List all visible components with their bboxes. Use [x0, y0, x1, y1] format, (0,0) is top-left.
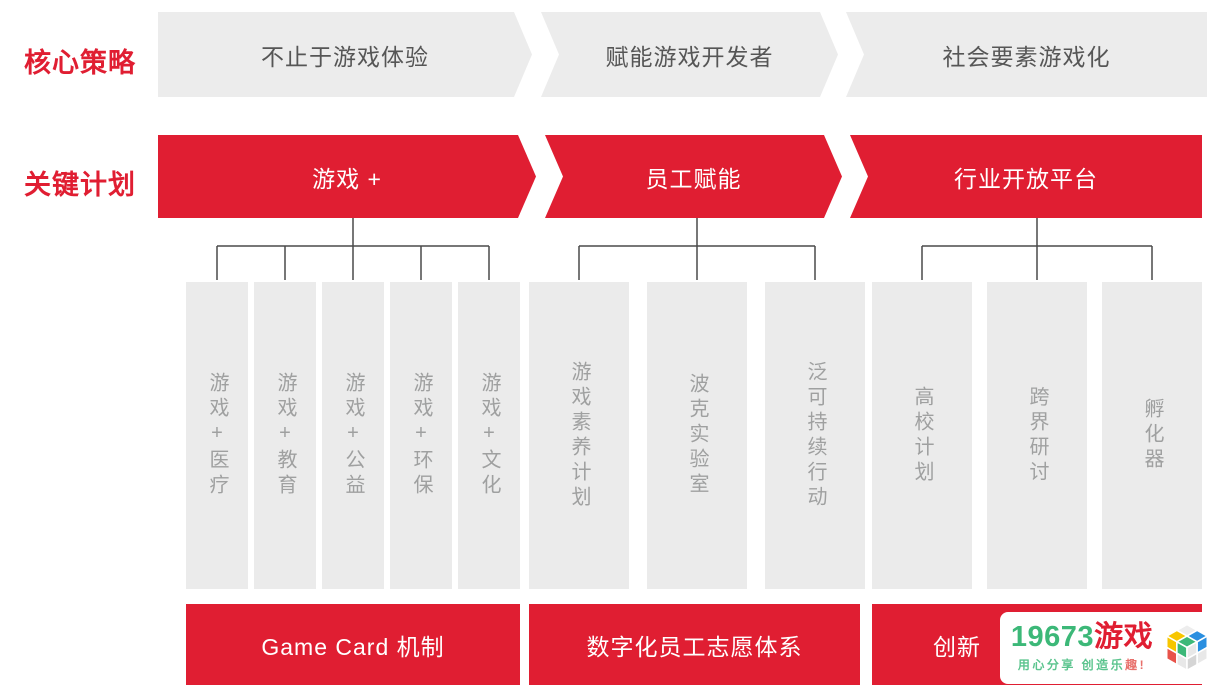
pillar-label: 游戏+公益: [342, 372, 364, 499]
pillar-game-literacy-program: 游戏素养计划: [529, 282, 629, 589]
watermark-brand: 19673游戏: [1011, 623, 1153, 652]
pillar-game-medical: 游戏+医疗: [186, 282, 248, 589]
program-band-2-label: 员工赋能: [645, 165, 742, 192]
watermark-tagline: 用心分享 创造乐趣!: [1018, 656, 1146, 673]
pillar-game-education: 游戏+教育: [254, 282, 316, 589]
pillar-pan-sustainable-action: 泛可持续行动: [765, 282, 865, 589]
pillar-university-program: 高校计划: [872, 282, 972, 589]
watermark-tagline-main: 用心分享 创造乐: [1017, 658, 1126, 672]
watermark-brand-number: 19673: [1010, 621, 1095, 653]
bar-game-card-mechanism: Game Card 机制: [186, 604, 520, 685]
cube-logo-icon: [1166, 623, 1209, 672]
program-band-employee-empowerment: 员工赋能: [545, 135, 842, 218]
watermark-brand-word: 游戏: [1094, 621, 1154, 653]
bar-1-label: Game Card 机制: [261, 633, 445, 660]
pillar-crossover-seminar: 跨界研讨: [987, 282, 1087, 589]
bar-digital-volunteer-system: 数字化员工志愿体系: [529, 604, 860, 685]
program-band-game-plus: 游戏 +: [158, 135, 536, 218]
watermark-19673-games: 19673游戏 用心分享 创造乐趣!: [1000, 612, 1224, 684]
pillar-label: 高校计划: [911, 385, 933, 486]
watermark-text-block: 19673游戏 用心分享 创造乐趣!: [1011, 623, 1153, 673]
program-band-3-label: 行业开放平台: [954, 165, 1098, 192]
connector-tree-group2: [578, 218, 816, 280]
watermark-tagline-accent: 趣!: [1125, 658, 1147, 672]
strategy-band-1-label: 不止于游戏体验: [261, 43, 429, 70]
pillar-label: 跨界研讨: [1026, 385, 1048, 486]
pillar-label: 波克实验室: [686, 373, 708, 498]
pillar-game-culture: 游戏+文化: [458, 282, 520, 589]
pillar-game-charity: 游戏+公益: [322, 282, 384, 589]
pillar-label: 孵化器: [1141, 398, 1163, 473]
pillar-game-environment: 游戏+环保: [390, 282, 452, 589]
connector-tree-group1: [216, 218, 490, 280]
bar-2-label: 数字化员工志愿体系: [586, 633, 803, 660]
pillar-incubator: 孵化器: [1102, 282, 1202, 589]
program-band-industry-open-platform: 行业开放平台: [850, 135, 1202, 218]
core-strategy-row-label: 核心策略: [24, 48, 136, 78]
pillar-label: 游戏+文化: [478, 372, 500, 499]
program-band-1-label: 游戏 +: [312, 165, 382, 192]
pillar-label: 游戏+教育: [274, 372, 296, 499]
strategy-band-gamify-social-elements: 社会要素游戏化: [846, 12, 1207, 97]
bar-3-label: 创新: [933, 633, 981, 660]
pillar-label: 游戏+医疗: [206, 372, 228, 499]
key-programs-row-label: 关键计划: [24, 170, 136, 200]
strategy-band-3-label: 社会要素游戏化: [942, 43, 1111, 70]
strategy-band-2-label: 赋能游戏开发者: [605, 43, 774, 70]
pillar-label: 游戏素养计划: [568, 360, 590, 511]
pillar-label: 泛可持续行动: [804, 360, 826, 511]
strategy-band-beyond-game-experience: 不止于游戏体验: [158, 12, 532, 97]
strategy-band-empower-developers: 赋能游戏开发者: [541, 12, 838, 97]
connector-tree-group3: [921, 218, 1153, 280]
pillar-boke-lab: 波克实验室: [647, 282, 747, 589]
pillar-label: 游戏+环保: [410, 372, 432, 499]
